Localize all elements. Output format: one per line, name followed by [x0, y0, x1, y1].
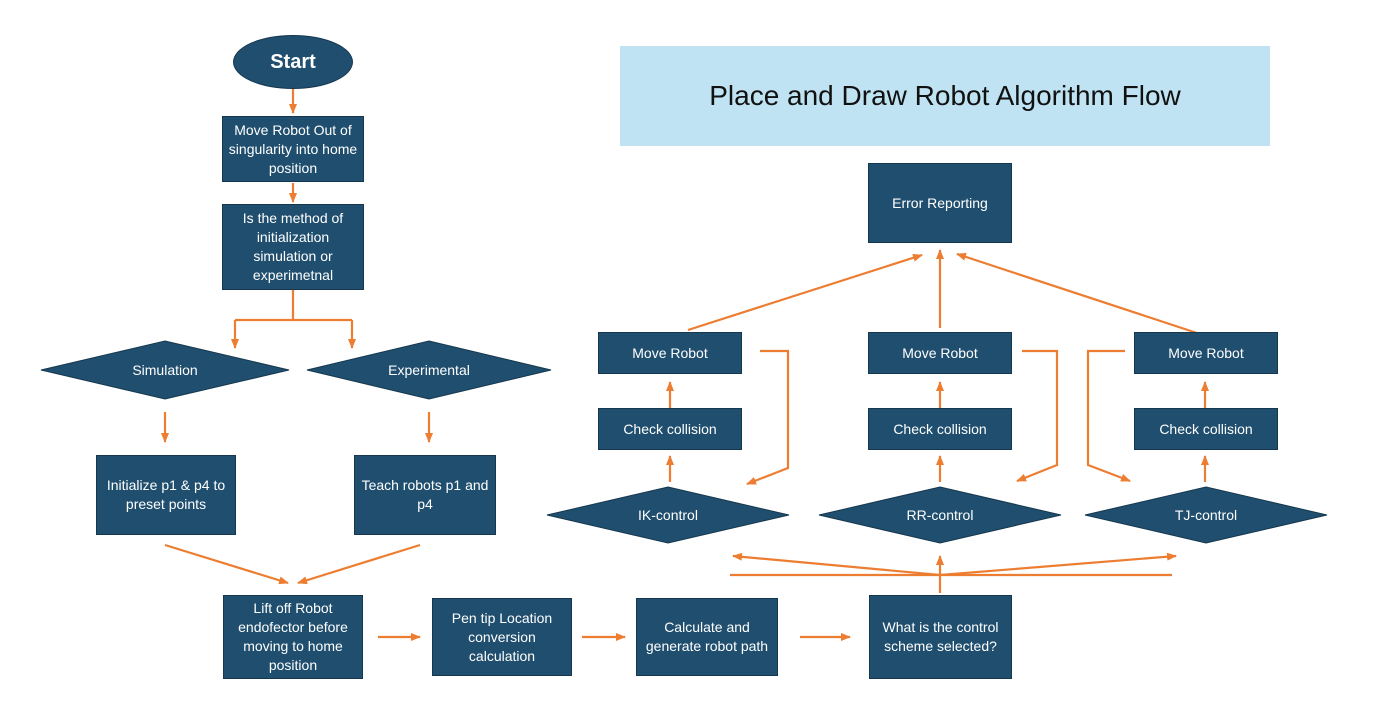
ik-move-robot-label: Move Robot [632, 344, 708, 361]
arrow-ik-move-to-error [687, 253, 923, 332]
move-out-label: Move Robot Out of singularity into home … [228, 121, 358, 176]
pen-tip-step: Pen tip Location conversion calculation [432, 598, 572, 676]
arrow-tj-move-loop [1086, 349, 1131, 483]
method-question-label: Is the method of initialization simulati… [242, 210, 344, 283]
control-question-step: What is the control scheme selected? [869, 595, 1012, 679]
init-preset-step: Initialize p1 & p4 to preset points [96, 455, 236, 535]
tj-check-collision-step: Check collision [1134, 408, 1278, 450]
ik-control-label: IK-control [638, 506, 698, 523]
ik-control-decision: IK-control [546, 486, 790, 544]
lift-off-step: Lift off Robot endofector before moving … [223, 595, 363, 679]
start-label: Start [270, 50, 316, 73]
tj-control-label: TJ-control [1174, 506, 1238, 523]
calculate-path-step: Calculate and generate robot path [636, 598, 778, 676]
arrow-tj-move-to-error [956, 252, 1207, 338]
arrow-ik-move-loop [746, 349, 790, 486]
method-question-step: Is the method of initialization simulati… [222, 204, 364, 290]
arrow-question-split [235, 290, 352, 322]
ik-control-diamond-shape [546, 486, 790, 544]
tj-check-collision-label: Check collision [1159, 420, 1253, 437]
arrow-question-split-controls [730, 573, 1172, 593]
rr-check-collision-step: Check collision [868, 408, 1012, 450]
error-reporting-step: Error Reporting [868, 163, 1012, 243]
arrow-rr-move-loop [1016, 349, 1059, 483]
pen-tip-label: Pen tip Location conversion calculation [451, 609, 553, 664]
tj-control-decision: TJ-control [1084, 486, 1328, 544]
diagram-title: Place and Draw Robot Algorithm Flow [620, 46, 1270, 146]
simulation-label: Simulation [132, 361, 198, 378]
start-terminal: Start [233, 35, 353, 89]
rr-control-decision: RR-control [818, 486, 1062, 544]
arrow-init-to-lift [164, 543, 289, 585]
tj-move-robot-step: Move Robot [1134, 332, 1278, 374]
arrow-split-to-tj [939, 552, 1177, 577]
calculate-path-label: Calculate and generate robot path [645, 619, 769, 654]
experimental-decision: Experimental [306, 340, 552, 400]
rr-control-diamond-shape [818, 486, 1062, 544]
move-out-step: Move Robot Out of singularity into home … [222, 116, 364, 182]
rr-move-robot-step: Move Robot [868, 332, 1012, 374]
tj-control-diamond-shape [1084, 486, 1328, 544]
simulation-diamond-shape [40, 340, 290, 400]
experimental-diamond-shape [306, 340, 552, 400]
rr-control-label: RR-control [906, 506, 974, 523]
tj-move-robot-label: Move Robot [1168, 344, 1244, 361]
ik-check-collision-label: Check collision [623, 420, 717, 437]
lift-off-label: Lift off Robot endofector before moving … [238, 600, 348, 673]
teach-step: Teach robots p1 and p4 [354, 455, 496, 535]
ik-check-collision-step: Check collision [598, 408, 742, 450]
teach-label: Teach robots p1 and p4 [361, 477, 489, 512]
arrow-split-to-ik [732, 552, 941, 577]
simulation-decision: Simulation [40, 340, 290, 400]
rr-check-collision-label: Check collision [893, 420, 987, 437]
init-preset-label: Initialize p1 & p4 to preset points [106, 477, 226, 512]
experimental-label: Experimental [388, 361, 470, 378]
rr-move-robot-label: Move Robot [902, 344, 978, 361]
ik-move-robot-step: Move Robot [598, 332, 742, 374]
error-reporting-label: Error Reporting [892, 194, 988, 211]
arrow-teach-to-lift [297, 543, 421, 585]
control-question-label: What is the control scheme selected? [882, 619, 999, 654]
